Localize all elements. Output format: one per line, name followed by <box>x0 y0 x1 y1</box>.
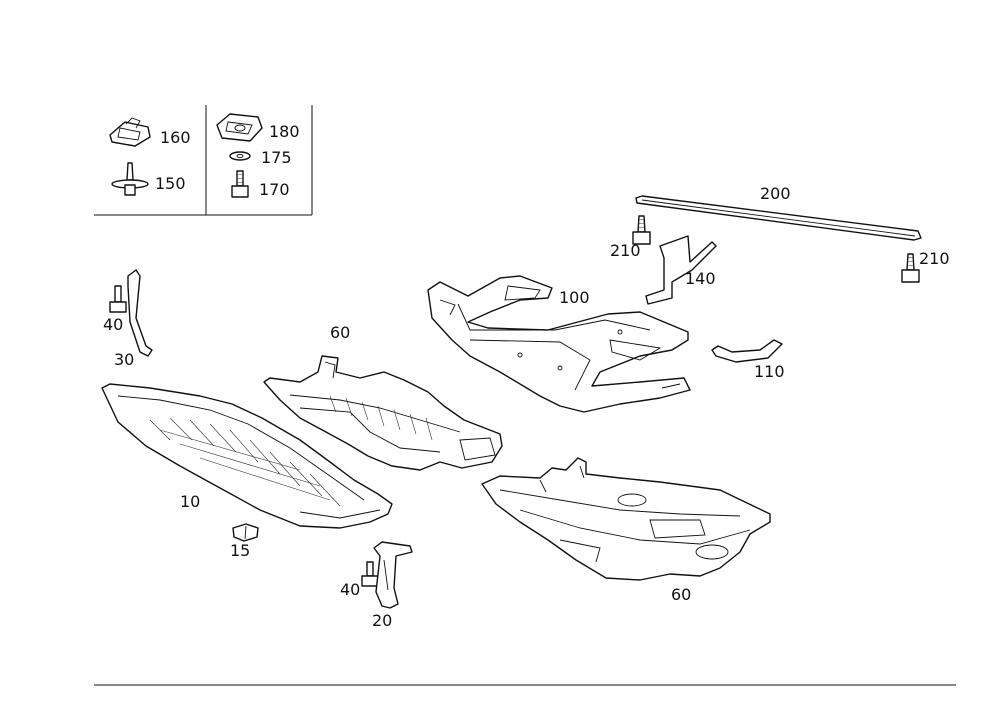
part-170-bolt[interactable] <box>231 170 249 198</box>
label-175: 175 <box>261 148 292 167</box>
part-210-bolt-left[interactable] <box>632 215 651 245</box>
label-15: 15 <box>230 541 250 560</box>
part-60-center-panel-upper[interactable] <box>263 355 503 471</box>
label-140: 140 <box>685 269 716 288</box>
label-30: 30 <box>114 350 134 369</box>
part-150-push-pin[interactable] <box>111 162 149 196</box>
part-140-bracket[interactable] <box>645 235 717 305</box>
part-160-clip-nut[interactable] <box>109 117 151 147</box>
label-10: 10 <box>180 492 200 511</box>
part-30-bracket[interactable] <box>127 269 153 357</box>
label-110: 110 <box>754 362 785 381</box>
label-100: 100 <box>559 288 590 307</box>
label-170: 170 <box>259 180 290 199</box>
part-180-spring-nut[interactable] <box>216 113 263 142</box>
part-15-clip[interactable] <box>232 523 259 542</box>
label-60-upper: 60 <box>330 323 350 342</box>
part-100-underbody-panel[interactable] <box>427 275 691 413</box>
part-10-front-panel[interactable] <box>101 383 393 529</box>
part-40-bolt-lower[interactable] <box>361 561 379 587</box>
part-210-bolt-right[interactable] <box>901 253 920 283</box>
part-20-bracket[interactable] <box>373 541 413 609</box>
label-150: 150 <box>155 174 186 193</box>
label-20: 20 <box>372 611 392 630</box>
part-40-bolt-upper[interactable] <box>109 285 127 313</box>
label-60-lower: 60 <box>671 585 691 604</box>
part-110-bracket[interactable] <box>711 339 783 363</box>
label-180: 180 <box>269 122 300 141</box>
part-175-washer[interactable] <box>229 151 251 161</box>
part-200-strut-bar[interactable] <box>635 195 922 241</box>
part-60-rear-panel-lower[interactable] <box>481 457 771 581</box>
label-40-upper: 40 <box>103 315 123 334</box>
label-200: 200 <box>760 184 791 203</box>
legend-box <box>94 105 313 216</box>
label-210-right: 210 <box>919 249 950 268</box>
label-40-lower: 40 <box>340 580 360 599</box>
label-160: 160 <box>160 128 191 147</box>
label-210-left: 210 <box>610 241 641 260</box>
